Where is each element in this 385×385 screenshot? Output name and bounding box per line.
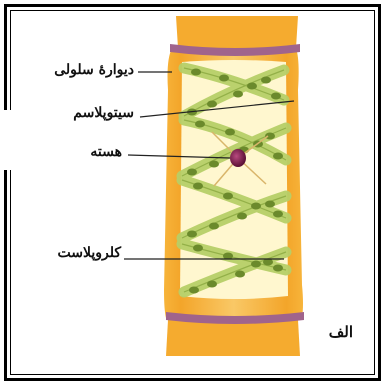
label-cell-wall: دیوارهٔ سلولی (54, 62, 134, 78)
upper-neighbor-cell (176, 16, 298, 48)
label-cytoplasm: سیتوپلاسم (73, 105, 134, 121)
label-nucleus: هسته (90, 144, 122, 160)
label-figure-letter: الف (329, 323, 353, 341)
nucleus-shape (230, 149, 246, 167)
lower-neighbor-cell (166, 320, 300, 356)
label-chloroplast: کلروپلاست (57, 245, 121, 261)
